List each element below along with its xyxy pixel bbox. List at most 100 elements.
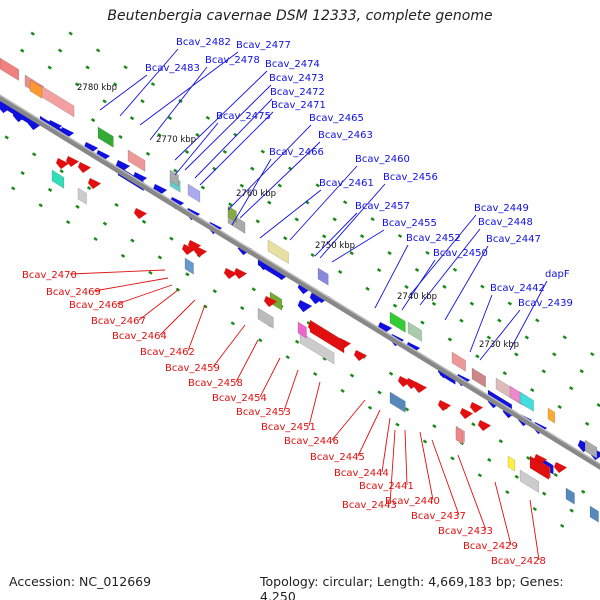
- scale-mark-label: 2730 kbp: [479, 340, 519, 350]
- gc-tick: [497, 318, 502, 323]
- gc-tick: [251, 287, 256, 292]
- gc-tick: [47, 187, 53, 192]
- gc-tick: [277, 183, 282, 188]
- forward-leader-line: [239, 141, 321, 219]
- forward-leader-line: [289, 165, 358, 241]
- gc-tick: [260, 149, 266, 154]
- reverse-gene-arrow: [354, 350, 367, 361]
- reverse-leader-line: [138, 289, 179, 321]
- reverse-leader-line: [212, 324, 246, 368]
- feature-block: [127, 149, 146, 172]
- feature-block: [317, 267, 329, 286]
- feature-block: [77, 187, 87, 205]
- reverse-gene-arrow: [56, 158, 69, 169]
- forward-gene-label: Bcav_2463: [318, 130, 373, 141]
- gc-tick: [195, 132, 200, 137]
- gc-tick: [507, 301, 513, 306]
- gc-tick: [294, 339, 300, 344]
- gc-tick: [502, 371, 508, 376]
- reverse-gene-arrow: [194, 246, 207, 257]
- gc-tick: [505, 490, 510, 495]
- gc-tick: [65, 220, 71, 225]
- gc-tick: [342, 200, 348, 205]
- gc-tick: [86, 186, 92, 191]
- forward-leader-line: [401, 259, 436, 311]
- gc-tick: [250, 166, 255, 171]
- gc-tick: [157, 133, 162, 138]
- reverse-gene-label: Bcav_2441: [359, 481, 414, 492]
- forward-gene-label: Bcav_2483: [145, 63, 200, 74]
- gc-tick: [38, 203, 43, 208]
- forward-gene-label: Bcav_2461: [319, 178, 374, 189]
- reverse-gene-label: Bcav_2469: [46, 287, 101, 298]
- gc-tick: [90, 118, 96, 123]
- gc-tick: [477, 473, 483, 478]
- gc-tick: [145, 151, 151, 156]
- reverse-gene-arrow: [78, 162, 91, 173]
- feature-block: [184, 257, 194, 275]
- gc-tick: [469, 301, 475, 306]
- gc-tick: [349, 251, 354, 256]
- reverse-gene-label: Bcav_2444: [334, 468, 389, 479]
- gc-tick: [102, 99, 107, 104]
- reverse-gene-block: [309, 319, 345, 354]
- reverse-gene-label: Bcav_2467: [91, 316, 146, 327]
- forward-gene-label: Bcav_2474: [265, 59, 320, 70]
- accession-text: Accession: NC_012669: [9, 574, 152, 589]
- reverse-gene-arrow: [460, 408, 473, 419]
- reverse-gene-arrow: [88, 178, 101, 189]
- feature-block: [227, 205, 237, 223]
- scale-mark-label: 2760 kbp: [236, 189, 276, 199]
- reverse-gene-label: Bcav_2433: [438, 526, 493, 537]
- gc-tick: [420, 320, 425, 325]
- gc-tick: [239, 183, 245, 188]
- gc-tick: [59, 169, 64, 174]
- gc-tick: [4, 135, 9, 140]
- forward-gene-label: Bcav_2477: [236, 40, 291, 51]
- gc-tick: [212, 289, 217, 294]
- gc-tick: [425, 250, 430, 255]
- forward-leader-line: [259, 189, 322, 239]
- reverse-gene-arrow: [234, 268, 247, 279]
- gc-tick: [315, 183, 320, 188]
- gc-tick: [349, 373, 355, 378]
- gc-tick: [230, 321, 236, 326]
- forward-leader-line: [119, 48, 179, 117]
- gc-tick: [20, 171, 25, 176]
- gc-tick: [228, 202, 233, 207]
- reverse-leader-line: [283, 369, 299, 412]
- gc-tick: [31, 152, 37, 157]
- reverse-leader-line: [381, 417, 391, 473]
- gc-tick: [387, 250, 392, 256]
- feature-block: [257, 307, 274, 329]
- forward-leader-line: [184, 84, 272, 171]
- gc-tick: [370, 217, 375, 222]
- reverse-leader-line: [259, 357, 281, 398]
- reverse-leader-line: [494, 481, 512, 546]
- forward-leader-line: [444, 245, 489, 321]
- topology-text: Topology: circular; Length: 4,669,183 bp…: [260, 574, 564, 600]
- feature-block: [97, 126, 114, 148]
- feature-block: [187, 183, 201, 203]
- reverse-leader-line: [331, 399, 366, 441]
- reverse-gene-label: Bcav_2453: [236, 407, 291, 418]
- gc-tick: [332, 217, 337, 222]
- gc-tick: [130, 238, 135, 243]
- feature-block: [51, 169, 65, 189]
- forward-leader-line: [174, 122, 219, 176]
- forward-gene-label: Bcav_2442: [490, 283, 545, 294]
- gc-tick: [452, 267, 458, 272]
- gc-tick: [560, 523, 565, 528]
- gc-tick: [431, 301, 437, 306]
- reverse-gene-label: Bcav_2429: [463, 541, 518, 552]
- forward-gene-label: Bcav_2452: [406, 233, 461, 244]
- gc-tick: [514, 352, 519, 357]
- feature-block: [589, 505, 599, 523]
- gc-tick: [322, 234, 327, 239]
- gc-tick: [542, 491, 547, 496]
- gc-tick: [11, 186, 16, 191]
- gc-tick: [395, 422, 400, 427]
- gc-tick: [442, 284, 447, 289]
